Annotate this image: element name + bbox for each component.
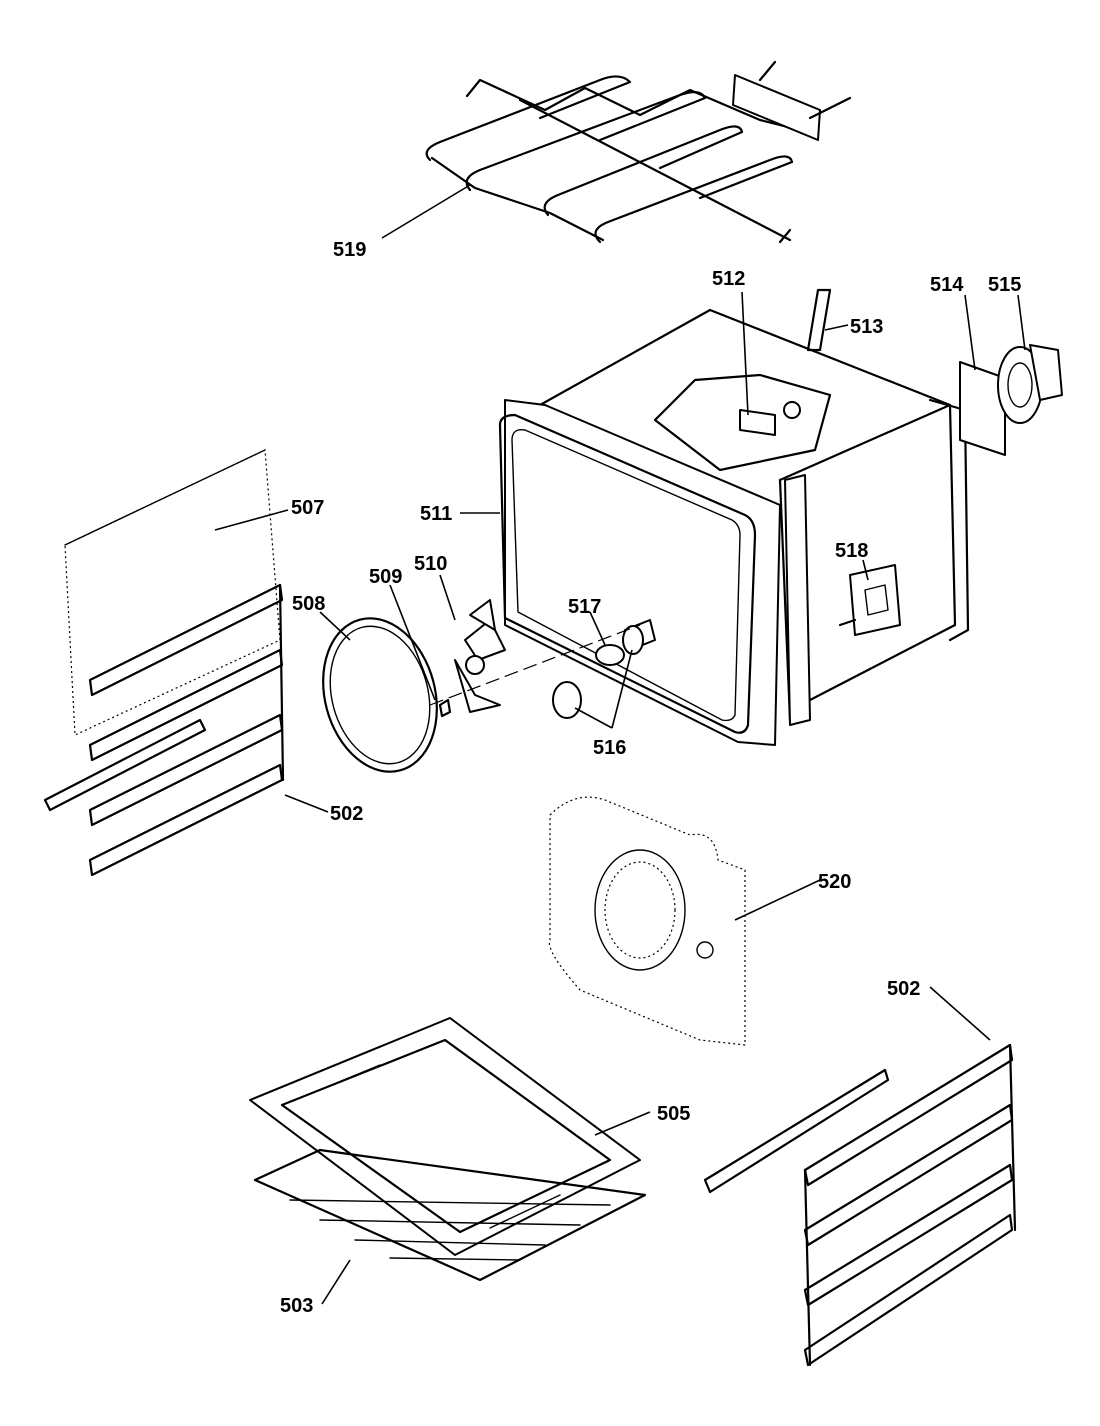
part-label-502-left: 502 — [330, 803, 363, 825]
part-label-513: 513 — [850, 316, 883, 338]
rear-panel-507 — [64, 449, 281, 736]
part-label-515: 515 — [988, 274, 1021, 296]
part-label-505: 505 — [657, 1103, 690, 1125]
part-label-502-right: 502 — [887, 978, 920, 1000]
part-label-520: 520 — [818, 871, 851, 893]
part-label-508: 508 — [292, 593, 325, 615]
wire-shelf-503 — [253, 1148, 647, 1282]
part-label-512: 512 — [712, 268, 745, 290]
part-label-516: 516 — [593, 737, 626, 759]
part-label-507: 507 — [291, 497, 324, 519]
fan-assembly-508-510 — [322, 599, 506, 773]
fan-cover-520 — [548, 796, 746, 1046]
leader-lines — [214, 184, 1026, 1305]
part-label-509: 509 — [369, 566, 402, 588]
part-label-514: 514 — [930, 274, 964, 296]
assembly-axis — [429, 624, 641, 706]
part-label-519: 519 — [333, 239, 366, 261]
oven-cavity-511 — [498, 288, 970, 746]
heating-element-519 — [425, 60, 852, 244]
fan-motor-514-515 — [959, 344, 1063, 456]
side-rack-502-right — [703, 1043, 1017, 1367]
part-label-503: 503 — [280, 1295, 313, 1317]
part-labels: 519 512 513 514 515 507 511 518 510 509 … — [280, 239, 1021, 1317]
oven-lamp-516-517 — [552, 619, 656, 719]
part-label-517: 517 — [568, 596, 601, 618]
part-label-510: 510 — [414, 553, 447, 575]
baking-tray-505 — [249, 1017, 641, 1256]
side-rack-502-left — [43, 583, 285, 877]
thermostat-518 — [838, 564, 901, 636]
part-label-511: 511 — [420, 503, 452, 525]
part-label-518: 518 — [835, 540, 868, 562]
